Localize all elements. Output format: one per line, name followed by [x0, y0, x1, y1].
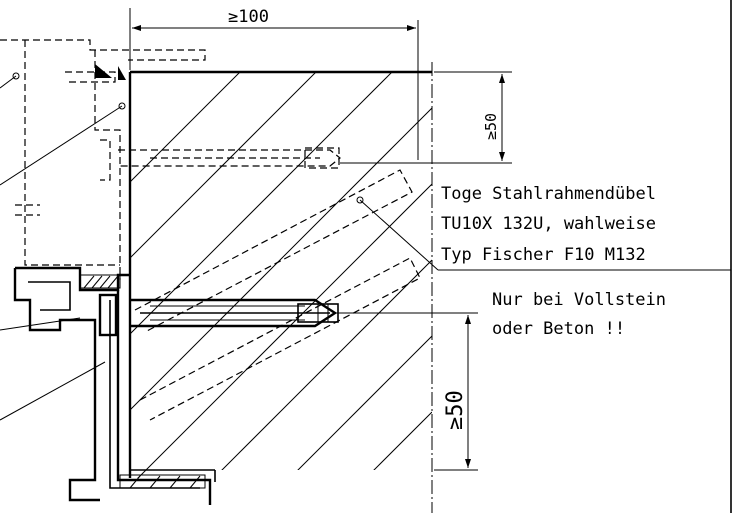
dimension-top: ≥100	[129, 7, 419, 160]
anchor-note-line1: Toge Stahlrahmendübel	[441, 184, 656, 204]
dimension-top-label: ≥100	[228, 7, 269, 27]
condition-note-line2: oder Beton !!	[492, 319, 625, 339]
condition-note: Nur bei Vollstein oder Beton !!	[492, 290, 666, 339]
anchor-note-line3: Typ Fischer F10 M132	[441, 245, 646, 265]
frame-profile-solid	[13, 266, 212, 505]
frame-profile-dashed	[0, 39, 421, 421]
anchor-note: Toge Stahlrahmendübel TU10X 132U, wahlwe…	[438, 184, 731, 271]
wall-hatching	[130, 72, 432, 478]
seal-corner-marker	[95, 64, 112, 78]
wall-section	[128, 70, 432, 482]
dimension-right-lower-label: ≥50	[443, 390, 468, 430]
condition-note-line1: Nur bei Vollstein	[492, 290, 666, 310]
anchor-solid	[130, 298, 339, 328]
dimension-right-upper-label: ≥50	[482, 113, 500, 140]
leader-lines	[0, 75, 439, 421]
dimension-right-upper: ≥50	[340, 71, 512, 164]
anchor-note-line2: TU10X 132U, wahlweise	[441, 214, 656, 234]
dimension-right-lower: ≥50	[336, 312, 478, 471]
